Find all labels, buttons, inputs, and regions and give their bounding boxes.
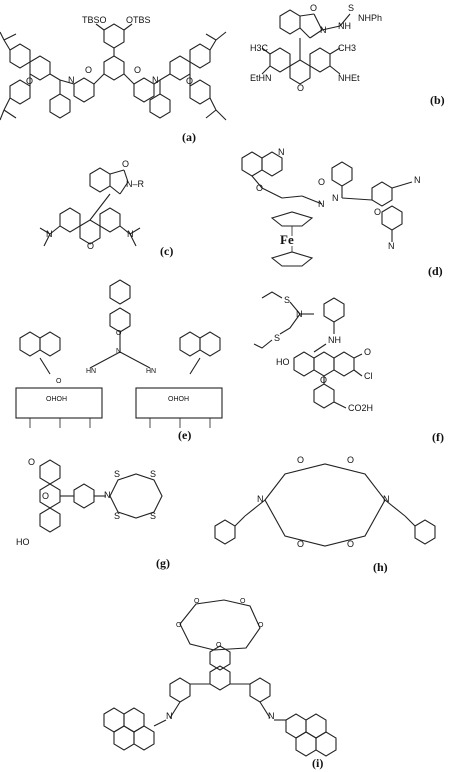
atom-label: OHOH bbox=[46, 396, 67, 403]
panel-label-h: (h) bbox=[373, 560, 388, 574]
panel-label-b: (b) bbox=[430, 93, 445, 107]
atom-label: O bbox=[297, 455, 305, 465]
atom-label: Cl bbox=[364, 371, 373, 381]
atom-label: O bbox=[320, 375, 328, 385]
atom-label: N bbox=[104, 490, 111, 500]
atom-label: O bbox=[28, 457, 36, 467]
atom-label: HN bbox=[146, 368, 157, 375]
atom-label: O bbox=[297, 83, 305, 93]
atom-label: O bbox=[374, 207, 382, 217]
atom-label: O bbox=[122, 159, 130, 169]
atom-label: N bbox=[414, 175, 421, 185]
atom-label: O bbox=[240, 598, 246, 605]
atom-label: N bbox=[257, 494, 264, 504]
panel-label-f: (f) bbox=[432, 430, 444, 444]
atom-label-fe: Fe bbox=[280, 232, 294, 247]
atom-label: O bbox=[256, 183, 264, 193]
atom-label: N bbox=[383, 494, 390, 504]
atom-label: S bbox=[348, 3, 355, 13]
panel-label-i: (i) bbox=[312, 756, 324, 770]
structure-e bbox=[15, 279, 223, 428]
atom-label: O bbox=[297, 539, 305, 549]
atom-label: NHEt bbox=[338, 73, 360, 83]
atom-label: EtHN bbox=[250, 73, 272, 83]
atom-label: S bbox=[284, 295, 291, 305]
atom-label: O bbox=[364, 347, 372, 357]
panel-label-c: (c) bbox=[160, 244, 174, 258]
atom-label: OHOH bbox=[168, 396, 189, 403]
atom-label: O bbox=[186, 76, 194, 86]
panel-i: O O O O O N N (i) bbox=[100, 594, 360, 772]
panel-label-g: (g) bbox=[156, 556, 170, 570]
atom-label: O bbox=[85, 65, 93, 75]
atom-label: S bbox=[150, 469, 157, 479]
atom-label: O bbox=[87, 241, 95, 251]
panel-d: N O O N N N O N Fe (d) bbox=[232, 138, 455, 278]
atom-label: N bbox=[332, 193, 339, 203]
panel-h: O O N N O O (h) bbox=[205, 450, 455, 580]
atom-label: S bbox=[274, 333, 281, 343]
atom-label: HN bbox=[86, 368, 97, 375]
panel-label-e: (e) bbox=[178, 428, 192, 442]
atom-label: N bbox=[166, 711, 173, 721]
atom-label: O bbox=[310, 3, 318, 13]
atom-label: S bbox=[114, 469, 121, 479]
panel-label-a: (a) bbox=[182, 130, 196, 144]
panel-c: O N–R N O N (c) bbox=[0, 160, 230, 270]
structure-d bbox=[241, 151, 413, 267]
atom-label: N bbox=[388, 241, 395, 251]
atom-label: N–R bbox=[126, 179, 145, 189]
atom-label: H3C bbox=[250, 43, 269, 53]
structure-f bbox=[253, 291, 363, 409]
panel-e: N HN HN O OHOH OHOH O (e) bbox=[0, 278, 240, 442]
atom-label: NH bbox=[338, 21, 351, 31]
atom-label: HO bbox=[276, 357, 290, 367]
atom-label: O bbox=[134, 65, 142, 75]
atom-label: O bbox=[258, 622, 264, 629]
atom-label: O bbox=[26, 76, 34, 86]
panel-a: TBSO OTBS O N O N O O (a) bbox=[0, 0, 230, 150]
atom-label: NHPh bbox=[358, 13, 383, 23]
atom-label: O bbox=[176, 622, 182, 629]
atom-label: O bbox=[347, 455, 355, 465]
atom-label: N bbox=[68, 75, 75, 85]
atom-label: O bbox=[42, 491, 50, 501]
atom-label: N bbox=[127, 229, 134, 239]
atom-label: N bbox=[268, 711, 275, 721]
atom-label: CO2H bbox=[348, 403, 374, 413]
atom-label: O bbox=[194, 598, 200, 605]
atom-label: NH bbox=[328, 335, 341, 345]
atom-label: O bbox=[116, 330, 122, 337]
atom-label: N bbox=[278, 147, 285, 157]
atom-label: N bbox=[320, 25, 327, 35]
structure-b bbox=[261, 9, 351, 85]
atom-label: N bbox=[46, 229, 53, 239]
atom-label: N bbox=[318, 199, 325, 209]
structure-i bbox=[103, 599, 337, 757]
atom-label: O bbox=[347, 539, 355, 549]
atom-label: S bbox=[150, 511, 157, 521]
structure-h bbox=[214, 463, 436, 547]
atom-label: HO bbox=[16, 537, 30, 547]
atom-label: OTBS bbox=[126, 15, 151, 25]
panel-b: O S NHPh N NH H3C CH3 O EtHN NHEt (b) bbox=[250, 0, 455, 120]
atom-label: N bbox=[296, 309, 303, 319]
panel-f: S N S NH HO O O Cl CO2H (f) bbox=[250, 284, 455, 444]
atom-label: O bbox=[216, 642, 222, 649]
panel-g: O O HO N S S S S (g) bbox=[0, 450, 200, 572]
atom-label: O bbox=[56, 378, 62, 385]
structure-c bbox=[39, 167, 141, 247]
atom-label: N bbox=[152, 75, 159, 85]
structure-g bbox=[39, 459, 163, 533]
atom-label: N bbox=[116, 348, 122, 355]
atom-label: O bbox=[318, 177, 326, 187]
atom-label: S bbox=[114, 511, 121, 521]
structure-a bbox=[0, 23, 227, 121]
panel-label-d: (d) bbox=[428, 264, 443, 278]
atom-label: TBSO bbox=[82, 15, 107, 25]
atom-label: CH3 bbox=[338, 43, 357, 53]
